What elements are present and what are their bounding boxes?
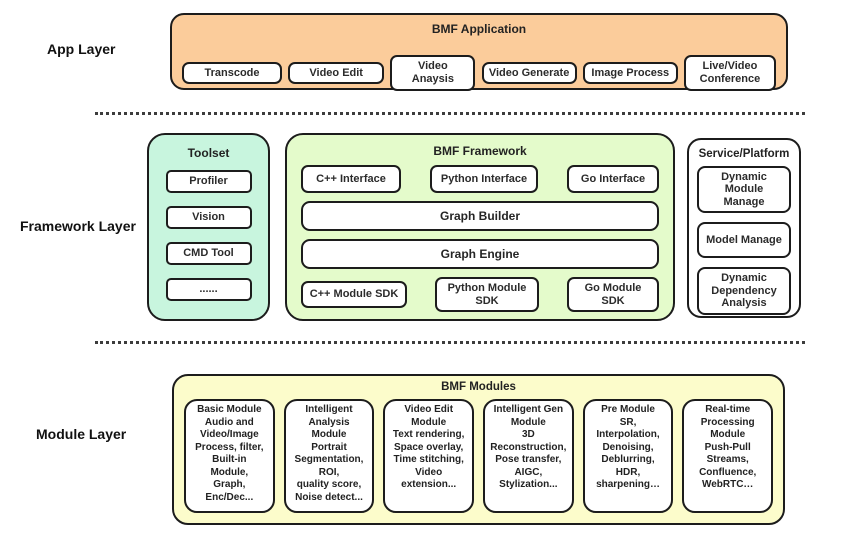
app-item-video-analysis: Video Anaysis [390,55,476,91]
bmf-modules-container: BMF Modules Basic Module Audio and Video… [172,374,785,525]
app-item-video-generate: Video Generate [481,61,577,85]
dynamic-dependency-analysis-box: Dynamic Dependency Analysis [697,267,791,315]
toolset-item-more: ...... [165,278,252,301]
bmf-modules-title: BMF Modules [441,381,516,393]
sdk-row: C++ Module SDK Python Module SDK Go Modu… [301,277,659,313]
interface-row: C++ Interface Python Interface Go Interf… [301,165,659,193]
app-layer-label: App Layer [47,41,116,57]
graph-builder-bar: Graph Builder [301,201,659,231]
module-item-pre: Pre Module SR, Interpolation, Denoising,… [582,399,674,513]
cpp-module-sdk-box: C++ Module SDK [301,281,407,309]
bmf-framework-title: BMF Framework [433,144,527,158]
python-interface-box: Python Interface [430,165,538,193]
module-item-intelligent-gen: Intelligent Gen Module 3D Reconstruction… [483,399,574,513]
toolset-item-cmd-tool: CMD Tool [165,242,252,265]
service-platform-title: Service/Platform [698,148,790,160]
model-manage-box: Model Manage [697,222,791,259]
cpp-interface-box: C++ Interface [301,165,401,193]
layer-divider-bottom [95,341,805,344]
app-item-transcode: Transcode [182,61,282,85]
toolset-container: Toolset Profiler Vision CMD Tool ...... [147,133,270,321]
layer-divider-top [95,112,805,115]
toolset-item-profiler: Profiler [165,170,252,193]
go-module-sdk-box: Go Module SDK [567,277,659,313]
go-interface-box: Go Interface [567,165,659,193]
module-items-row: Basic Module Audio and Video/Image Proce… [184,399,774,513]
module-item-intelligent-analysis: Intelligent Analysis Module Portrait Seg… [283,399,375,513]
module-layer-label: Module Layer [36,426,127,442]
module-item-video-edit: Video Edit Module Text rendering, Space … [383,399,475,513]
app-item-image-process: Image Process [582,61,678,85]
service-platform-container: Service/Platform Dynamic Module Manage M… [687,138,801,318]
graph-engine-bar: Graph Engine [301,239,659,269]
toolset-item-vision: Vision [165,206,252,229]
bmf-framework-container: BMF Framework C++ Interface Python Inter… [285,133,675,321]
framework-layer-label: Framework Layer [20,218,136,234]
bmf-application-title: BMF Application [431,22,527,36]
app-item-live-video-conference: Live/Video Conference [683,55,776,91]
dynamic-module-manage-box: Dynamic Module Manage [697,166,791,214]
app-items-row: Transcode Video Edit Video Anaysis Video… [182,55,776,91]
service-platform-items: Dynamic Module Manage Model Manage Dynam… [697,166,791,315]
app-item-video-edit: Video Edit [288,61,385,85]
bmf-application-container: BMF Application Transcode Video Edit Vid… [170,13,788,91]
python-module-sdk-box: Python Module SDK [435,277,539,313]
module-item-basic: Basic Module Audio and Video/Image Proce… [184,399,275,513]
module-item-realtime-processing: Real-time Processing Module Push-Pull St… [682,399,774,513]
toolset-title: Toolset [187,146,230,160]
toolset-items: Profiler Vision CMD Tool ...... [149,170,268,301]
